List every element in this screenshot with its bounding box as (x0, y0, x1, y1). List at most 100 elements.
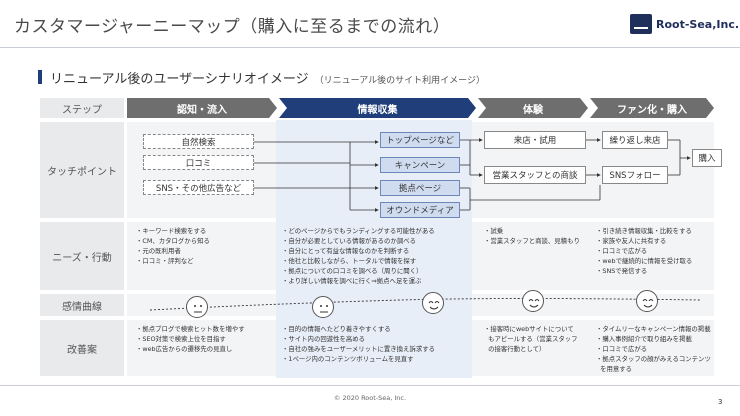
list-item: 試乗 (484, 226, 588, 236)
touchpoint-owned-media: オウンドメディア (380, 202, 460, 218)
phase-arrow-shape (279, 98, 476, 118)
touchpoint-natural-search: 自然検索 (143, 134, 254, 149)
needs-fan-list: 引き続き情報収集・比較をする 家族や友人に共有する 口コミで広がる webで継続… (596, 226, 714, 276)
row-label-improvement: 改善案 (40, 320, 124, 376)
phase-arrow-shape (478, 98, 588, 118)
touchpoint-campaign: キャンペーン (380, 157, 460, 173)
copyright: © 2020 Root-Sea, Inc. (333, 394, 407, 402)
list-item: 家族や友人に共有する (596, 236, 714, 246)
touchpoint-purchase: 購入 (692, 149, 722, 167)
list-item: 営業スタッフと商談、見積もり (484, 236, 588, 246)
list-item: web広告からの遷移先の見直し (136, 344, 270, 354)
touchpoint-store-visit: 来店・試用 (484, 131, 586, 149)
improvement-info-list: 目的の情報へたどり着きやすくする サイト内の回遊性を高める 自社の強みをユーザー… (282, 324, 472, 364)
logo-text: Root-Sea,Inc. (656, 17, 740, 31)
logo-mark-icon (630, 14, 652, 34)
subtitle-main: リニューアル後のユーザーシナリオイメージ (50, 72, 309, 87)
list-item: SEO対策で検索上位を目指す (136, 334, 270, 344)
touchpoint-sns-ads: SNS・その他広告など (143, 180, 254, 195)
list-item: 元の既利用者 (136, 246, 270, 256)
face-features (194, 305, 202, 313)
phase-arrow-shape (590, 98, 714, 118)
header: カスタマージャーニーマップ（購入に至るまでの流れ） Root-Sea,Inc. (0, 0, 740, 48)
list-item: ・購入事例紹介で取り組みを掲載 (596, 335, 692, 343)
list-item: を用意する (596, 364, 714, 374)
list-item: ・拠点スタッフの顔がみえるコンテンツ (596, 355, 711, 363)
row-label-touchpoint: タッチポイント (40, 122, 124, 218)
phase-arrow-shape (127, 98, 277, 118)
needs-info-list: どのページからでもランディングする可能性がある 自分が必要としている情報があるの… (282, 226, 472, 286)
list-item: 拠点ブログで検索ヒット数を増やす (136, 324, 270, 334)
phase-info: 情報収集 (279, 98, 476, 118)
list-item: 自分にとって有益な情報なのかを判断する (282, 246, 472, 256)
list-item: より詳しい情報を調べに行く⇒拠点へ足を運ぶ (282, 276, 472, 286)
list-item-text: の接客行動として） (488, 345, 546, 353)
row-label-needs: ニーズ・行動 (40, 222, 124, 290)
list-item-text: 接客時にwebサイトについて (490, 325, 574, 333)
subtitle-note: （リニューアル後のサイト利用イメージ） (314, 76, 485, 86)
page-number: 3 (718, 398, 723, 406)
improvement-experience-list: ・接客時にwebサイトについて もアピールする（営業スタッフ の接客行動として） (484, 324, 592, 354)
list-item-text: もアピールする（営業スタッフ (488, 335, 578, 343)
emotion-happy-icon (522, 290, 544, 312)
phase-experience: 体験 (478, 98, 588, 118)
touchpoint-sales-meeting: 営業スタッフとの商談 (484, 166, 586, 184)
phase-label: ファン化・購入 (617, 104, 687, 116)
section-subtitle: リニューアル後のユーザーシナリオイメージ （リニューアル後のサイト利用イメージ） (50, 68, 485, 87)
list-item: webで継続的に情報を受け取る (596, 256, 714, 266)
list-item-text: 購入事例紹介で取り組みを掲載 (602, 335, 692, 343)
emotion-happy-icon (636, 290, 658, 312)
phase-label: 情報収集 (357, 104, 398, 116)
list-item: キーワード検索をする (136, 226, 270, 236)
list-item-text: 口コミで広がる (602, 345, 648, 353)
subtitle-accent-bar (38, 70, 42, 84)
list-item: 拠点についての口コミを調べる（周りに聞く） (282, 266, 472, 276)
list-item: CM、カタログから知る (136, 236, 270, 246)
list-item: もアピールする（営業スタッフ (484, 334, 592, 344)
face-features (320, 305, 328, 313)
list-item: ・接客時にwebサイトについて (484, 325, 574, 333)
list-item: 自社の強みをユーザーメリットに置き換え訴求する (282, 344, 472, 354)
face-features (428, 301, 440, 310)
touchpoint-repeat-visit: 繰り返し来店 (602, 131, 668, 149)
face-features (642, 299, 654, 308)
phase-awareness: 認知・流入 (127, 98, 277, 118)
phase-fan: ファン化・購入 (590, 98, 714, 118)
row-label-step: ステップ (40, 98, 124, 118)
touchpoint-top-page: トップページなど (380, 132, 460, 148)
emotion-neutral-icon (186, 296, 208, 318)
list-item: 口コミ・評判など (136, 256, 270, 266)
page-title: カスタマージャーニーマップ（購入に至るまでの流れ） (14, 17, 451, 37)
list-item: 引き続き情報収集・比較をする (596, 226, 714, 236)
needs-experience-list: 試乗 営業スタッフと商談、見積もり (484, 226, 588, 246)
emotion-neutral-icon (312, 296, 334, 318)
footer (0, 385, 740, 416)
list-item: の接客行動として） (484, 344, 592, 354)
list-item: 目的の情報へたどり着きやすくする (282, 324, 472, 334)
list-item: ・口コミで広がる (596, 345, 648, 353)
list-item: ・タイムリーなキャンペーン情報の掲載 (596, 325, 711, 333)
phase-label: 認知・流入 (177, 104, 227, 116)
touchpoint-word-of-mouth: 口コミ (143, 155, 254, 170)
list-item: 1ページ内のコンテンツボリュームを見直す (282, 354, 472, 364)
list-item: 口コミで広がる (596, 246, 714, 256)
row-label-emotion: 感情曲線 (40, 294, 124, 316)
improvement-awareness-list: 拠点ブログで検索ヒット数を増やす SEO対策で検索上位を目指す web広告からの… (136, 324, 270, 354)
face-features (528, 299, 540, 308)
company-logo: Root-Sea,Inc. (630, 14, 739, 34)
touchpoint-branch-page: 拠点ページ (380, 180, 460, 196)
phase-label: 体験 (523, 104, 543, 116)
touchpoint-sns-follow: SNSフォロー (602, 166, 668, 184)
list-item-text: を用意する (600, 365, 633, 373)
improvement-fan-list: ・タイムリーなキャンペーン情報の掲載 ・購入事例紹介で取り組みを掲載 ・口コミで… (596, 324, 714, 374)
list-item: サイト内の回遊性を高める (282, 334, 472, 344)
list-item: 自分が必要としている情報があるのか調べる (282, 236, 472, 246)
list-item-text: タイムリーなキャンペーン情報の掲載 (602, 325, 711, 333)
list-item: 他社と比較しながら、トータルで情報を探す (282, 256, 472, 266)
list-item: SNSで発信する (596, 266, 714, 276)
emotion-happy-icon (422, 292, 444, 314)
list-item-text: 拠点スタッフの顔がみえるコンテンツ (602, 355, 711, 363)
list-item: どのページからでもランディングする可能性がある (282, 226, 472, 236)
